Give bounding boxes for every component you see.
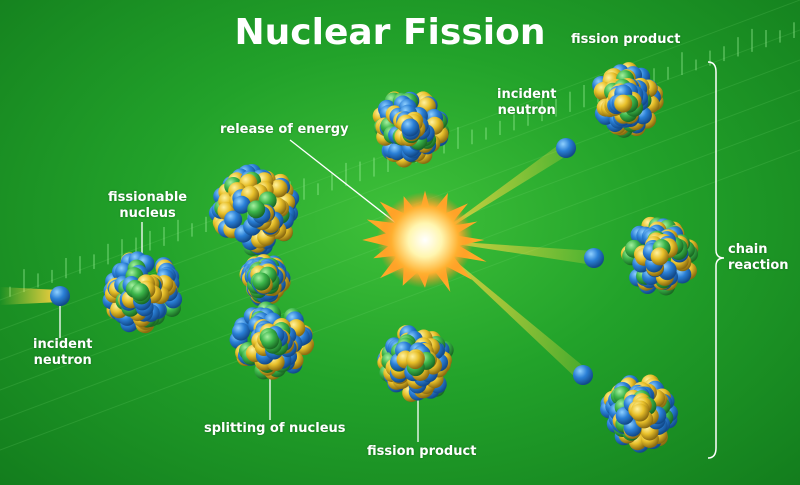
splitting-nucleus-upper: [208, 163, 300, 256]
label-line: chain: [728, 242, 768, 257]
fission-product-top: [372, 91, 450, 168]
released-neutron: [584, 248, 604, 268]
nucleon: [231, 322, 250, 341]
fission-product-bottom: [377, 325, 454, 402]
label-line: neutron: [497, 103, 556, 118]
label-fission-product-top: fission product: [571, 32, 681, 47]
nucleon: [247, 200, 266, 219]
page-title: Nuclear Fission: [234, 12, 546, 53]
chain-reaction-bracket: [707, 61, 725, 459]
nucleon: [252, 272, 271, 291]
nucleon: [614, 94, 633, 113]
background-line: [0, 149, 800, 451]
energy-flash: [362, 190, 487, 292]
chain-fission-product-2: [620, 216, 699, 296]
label-fission-product-bottom: fission product: [367, 444, 477, 459]
energy-beam: [430, 240, 588, 381]
nuclei: [50, 62, 699, 453]
nucleon: [224, 210, 243, 229]
label-splitting-of-nucleus: splitting of nucleus: [204, 421, 346, 436]
nucleon: [401, 118, 420, 137]
chain-fission-product-3: [600, 374, 678, 453]
label-line: nucleus: [119, 206, 176, 221]
label-line: neutron: [33, 353, 92, 368]
neutron-trail: [0, 287, 60, 305]
label-line: incident: [33, 337, 93, 352]
nucleon: [232, 195, 251, 214]
fissionable-nucleus: [102, 251, 183, 334]
nucleon: [269, 179, 288, 198]
splitting-nucleus-lower: [229, 301, 315, 380]
nucleon: [388, 142, 407, 161]
flash-glow: [377, 192, 473, 288]
released-neutron: [573, 365, 593, 385]
splitting-nucleus-neck: [239, 254, 291, 307]
chain-fission-product-1: [592, 62, 664, 138]
label-release-of-energy: release of energy: [220, 122, 349, 137]
nucleon: [650, 247, 669, 266]
incident-neutron: [50, 286, 70, 306]
nucleon: [261, 331, 280, 350]
nucleon: [406, 351, 425, 370]
label-line: reaction: [728, 258, 789, 273]
label-line: fissionable: [108, 190, 188, 205]
nucleon: [631, 403, 650, 422]
nucleon: [131, 283, 150, 302]
released-neutron: [556, 138, 576, 158]
label-line: incident: [497, 87, 557, 102]
